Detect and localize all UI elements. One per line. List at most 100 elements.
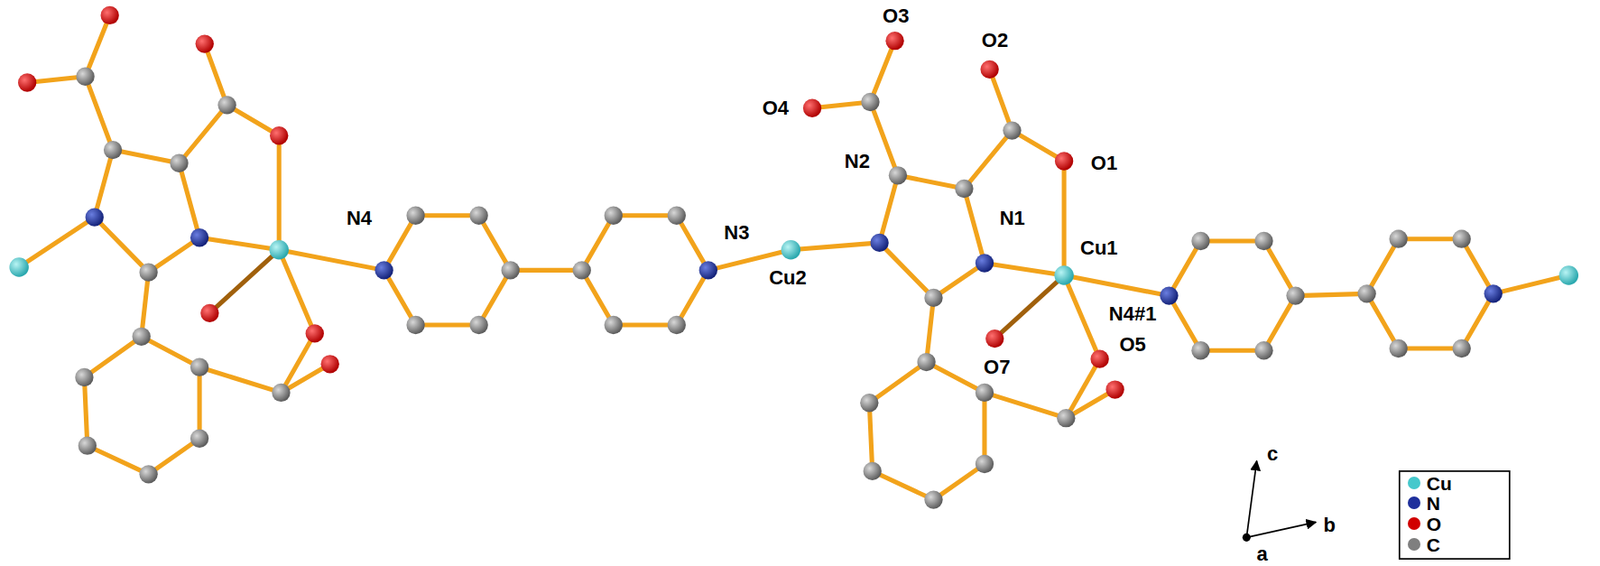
bond-line xyxy=(1063,275,1101,360)
bond-line xyxy=(83,377,87,446)
bond-line xyxy=(197,367,203,439)
atom-ball xyxy=(74,368,93,387)
atom-ball xyxy=(9,257,28,277)
atom-ball xyxy=(803,99,822,118)
bond-line xyxy=(1367,293,1399,349)
bond-line xyxy=(85,76,114,150)
bond-line xyxy=(204,44,228,106)
bond-line xyxy=(1200,238,1264,243)
atom-ball xyxy=(1105,379,1124,398)
atom-ball xyxy=(321,354,340,373)
atom-ball xyxy=(1452,230,1471,249)
bond-line xyxy=(879,242,935,298)
atom-ball xyxy=(975,253,994,272)
legend-swatch xyxy=(1407,537,1421,551)
legend-box xyxy=(1399,471,1510,559)
bond-line xyxy=(984,392,1066,418)
atom-ball xyxy=(604,206,623,225)
axis-label: c xyxy=(1267,443,1278,464)
atom-ball xyxy=(85,207,104,226)
atom-ball xyxy=(1452,339,1471,358)
bond-line xyxy=(1168,295,1201,352)
bond-line xyxy=(1264,295,1296,352)
atom-ball xyxy=(1054,265,1073,285)
bond-line xyxy=(277,135,282,250)
bond-line xyxy=(94,149,113,218)
atom-ball xyxy=(78,436,97,455)
atom-ball xyxy=(781,240,801,259)
atom-label: N4 xyxy=(346,208,372,229)
bond-line xyxy=(676,269,709,325)
atom-ball xyxy=(1254,231,1273,250)
atom-ball xyxy=(1254,341,1273,360)
atom-ball xyxy=(869,233,888,252)
bond-line xyxy=(926,361,985,393)
bond-line xyxy=(94,217,149,273)
bond-line xyxy=(1264,240,1296,296)
atom-ball xyxy=(1002,120,1021,139)
atom-label: N2 xyxy=(844,151,870,172)
bond-line xyxy=(178,163,200,238)
bond-line xyxy=(933,262,984,297)
atom-label: N3 xyxy=(723,222,750,243)
bond-line xyxy=(199,237,279,250)
atom-ball xyxy=(1357,284,1376,303)
bond-line xyxy=(869,40,895,102)
bond-line xyxy=(582,269,614,325)
bond-line xyxy=(112,149,179,164)
bond-line xyxy=(869,101,898,176)
bond-line xyxy=(872,471,935,500)
atom-ball xyxy=(860,393,879,412)
atom-ball xyxy=(975,454,994,473)
atom-label: O5 xyxy=(1119,334,1146,355)
bond-line xyxy=(676,215,709,271)
atom-ball xyxy=(667,206,686,225)
bond-line xyxy=(18,217,95,268)
legend-text: N xyxy=(1426,493,1441,513)
axis-arrows xyxy=(1242,461,1316,542)
atom-label: Cu1 xyxy=(1080,238,1119,259)
legend-text: C xyxy=(1426,534,1441,554)
atom-ball xyxy=(985,329,1004,348)
bond-line xyxy=(1461,293,1494,349)
bond-line xyxy=(416,322,480,327)
atom-ball xyxy=(1056,408,1075,427)
atom-ball xyxy=(269,126,288,145)
atom-label: Cu2 xyxy=(768,268,807,288)
bond-line xyxy=(1063,275,1169,296)
legend-swatch xyxy=(1407,476,1421,490)
atom-ball xyxy=(1054,151,1073,170)
atom-label: N1 xyxy=(999,208,1026,229)
atom-ball xyxy=(573,260,592,279)
bond-line xyxy=(613,212,677,218)
atom-ball xyxy=(101,6,120,25)
bond-line xyxy=(1200,348,1264,353)
bond-line xyxy=(981,392,987,464)
bond-line xyxy=(1295,293,1368,296)
atom-label: O3 xyxy=(882,6,909,27)
atom-ball xyxy=(667,315,686,334)
bond-line xyxy=(1461,239,1494,295)
atom-ball xyxy=(1191,231,1210,250)
atom-ball xyxy=(406,206,425,225)
bond-line xyxy=(85,15,111,77)
bond-line xyxy=(963,188,985,263)
atom-ball xyxy=(406,315,425,334)
bond-line xyxy=(926,297,935,362)
bond-line xyxy=(141,272,149,337)
atom-label: O1 xyxy=(1091,153,1118,174)
atom-ball xyxy=(271,383,290,402)
bond-line xyxy=(87,445,149,475)
bond-line xyxy=(178,104,227,163)
atom-ball xyxy=(888,166,907,185)
bond-line xyxy=(933,463,984,500)
atom-ball xyxy=(1159,286,1178,305)
atom-ball xyxy=(916,352,935,371)
atom-ball xyxy=(1285,286,1305,305)
atom-ball xyxy=(103,140,122,159)
bond-line xyxy=(510,268,583,273)
atom-ball xyxy=(1388,339,1407,358)
atom-ball xyxy=(863,462,882,481)
axis-label: b xyxy=(1323,515,1336,536)
